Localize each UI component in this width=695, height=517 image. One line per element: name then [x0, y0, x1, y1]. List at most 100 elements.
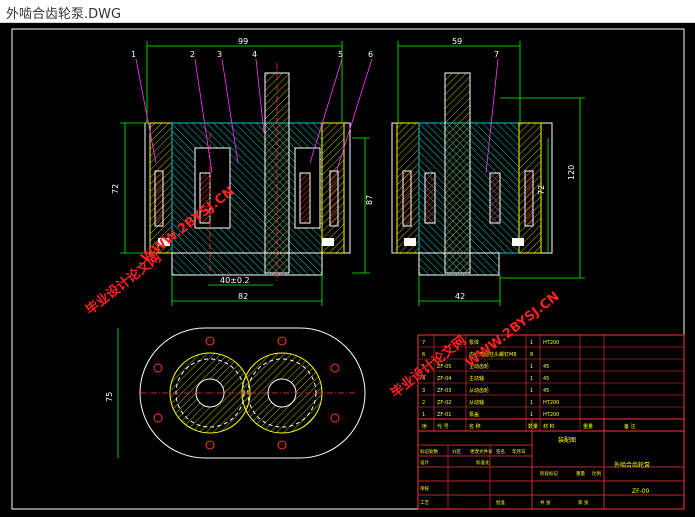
bom-cell-no: 1 [422, 412, 425, 418]
balloon-6: 6 [368, 50, 373, 59]
title-label-standard: 标准化 [476, 459, 490, 466]
title-drawing-no: ZF-00 [632, 488, 650, 495]
side-dimensions [397, 41, 585, 306]
title-label-date: 年月日 [512, 448, 526, 455]
document-title: 外啮合齿轮泵.DWG [6, 7, 122, 22]
bom-header-weight: 重量 [583, 423, 593, 430]
bom-header-name: 名 称 [469, 423, 481, 430]
bom-cell-name: 内六角圆柱头螺钉M8 [469, 351, 517, 358]
title-drawing-title: 外啮合齿轮泵 [614, 461, 650, 469]
side-section-view[interactable] [391, 72, 553, 276]
front-section-view[interactable] [144, 63, 351, 283]
top-view[interactable] [139, 327, 366, 459]
side-gear-b [489, 172, 501, 224]
bom-cell-qty: 1 [530, 412, 533, 418]
bom-cell-qty: 1 [530, 388, 533, 394]
dim-front-width: 99 [238, 37, 248, 46]
gear-tooth-a [199, 172, 211, 224]
title-label-change: 更改文件号 [470, 448, 493, 455]
bom-cell-material: 45 [543, 388, 549, 394]
side-gear-a [424, 172, 436, 224]
bom-cell-name: 泵体 [469, 339, 479, 346]
bom-cell-material: 45 [543, 376, 549, 382]
title-label-scale: 比例 [592, 470, 601, 477]
bom-cell-no: 6 [422, 352, 425, 358]
bom-header-material: 材 料 [543, 423, 555, 430]
bom-cell-name: 主动齿轮 [469, 363, 489, 370]
bom-cell-material: HT200 [543, 340, 559, 346]
side-pin-right [512, 238, 524, 246]
title-label-weight: 重量 [576, 470, 585, 477]
gear-tooth-b [299, 172, 311, 224]
dim-height-72-right: 72 [537, 185, 546, 195]
bom-cell-qty: 1 [530, 376, 533, 382]
balloon-leaders [135, 58, 499, 174]
dim-base-width: 82 [238, 292, 248, 301]
title-unit: 装配图 [558, 436, 576, 444]
dim-height-72-left: 72 [111, 184, 120, 194]
balloon-5: 5 [338, 50, 343, 59]
bom-cell-name: 从动轴 [469, 399, 484, 406]
dim-height-120: 120 [567, 165, 576, 180]
balloon-3: 3 [217, 50, 222, 59]
bom-cell-qty: 1 [530, 364, 533, 370]
dim-side-base: 42 [455, 292, 465, 301]
bom-header-note: 备 注 [624, 423, 636, 430]
bolt-1 [154, 170, 164, 227]
bom-cell-no: 3 [422, 388, 425, 394]
title-label-zone: 分区 [452, 448, 461, 455]
bom-cell-qty: 8 [530, 352, 533, 358]
bom-cell-no: 7 [422, 340, 425, 346]
watermark-cn-2: 毕业设计论文网 [388, 333, 470, 402]
title-label-stage: 阶段标记 [540, 470, 558, 477]
balloon-1: 1 [131, 50, 136, 59]
title-label-sign: 签名 [496, 448, 505, 455]
bom-cell-material: HT200 [543, 412, 559, 418]
title-label-sheet: 第 张 [578, 499, 589, 506]
bom-cell-material: 45 [543, 364, 549, 370]
bom-header-qty: 数量 [528, 423, 538, 430]
balloon-2: 2 [190, 50, 195, 59]
bom-cell-no: 4 [422, 376, 425, 382]
dim-top-view-height: 75 [105, 392, 114, 402]
title-label-designer: 设计 [420, 459, 429, 466]
pin-left [158, 238, 170, 246]
cad-drawing-canvas[interactable]: 99 72 87 40±0.2 82 1 2 3 4 5 6 7 [0, 23, 695, 517]
bom-cell-name: 从动齿轮 [469, 387, 489, 394]
bom-cell-code: ZF-03 [437, 388, 451, 394]
bom-header-no: 序 [422, 423, 427, 430]
bom-cell-name: 泵盖 [469, 411, 479, 418]
side-bolt-1 [402, 170, 412, 227]
bom-cell-name: 主动轴 [469, 375, 484, 382]
side-bolt-2 [524, 170, 534, 227]
title-label-total: 共 张 [540, 499, 551, 506]
bom-cell-code: ZF-04 [437, 376, 451, 382]
dim-height-87: 87 [365, 195, 374, 205]
side-shaft [444, 72, 471, 274]
title-bar: 外啮合齿轮泵.DWG [0, 0, 695, 23]
front-dimensions [120, 41, 370, 306]
title-label-review: 审核 [420, 485, 429, 492]
title-label-process: 工艺 [420, 500, 429, 506]
bom-cell-qty: 1 [530, 400, 533, 406]
sheet-border [11, 28, 685, 510]
balloon-4: 4 [252, 50, 257, 59]
pin-right [322, 238, 334, 246]
bom-header-code: 代 号 [437, 423, 449, 430]
top-bolt-holes [153, 336, 340, 450]
bom-cell-no: 2 [422, 400, 425, 406]
balloon-7: 7 [494, 50, 499, 59]
title-label-mark: 标记处数 [420, 448, 438, 455]
bom-cell-no: 5 [422, 364, 425, 370]
bom-cell-code: ZF-02 [437, 400, 451, 406]
top-view-outline [139, 327, 366, 459]
title-label-approve: 批准 [496, 499, 505, 506]
dim-side-width: 59 [452, 37, 462, 46]
bom-cell-material: HT200 [543, 400, 559, 406]
title-block[interactable] [417, 418, 685, 510]
side-pin-left [404, 238, 416, 246]
dim-center-distance: 40±0.2 [220, 276, 250, 285]
front-base [171, 252, 323, 276]
bom-cell-qty: 1 [530, 340, 533, 346]
